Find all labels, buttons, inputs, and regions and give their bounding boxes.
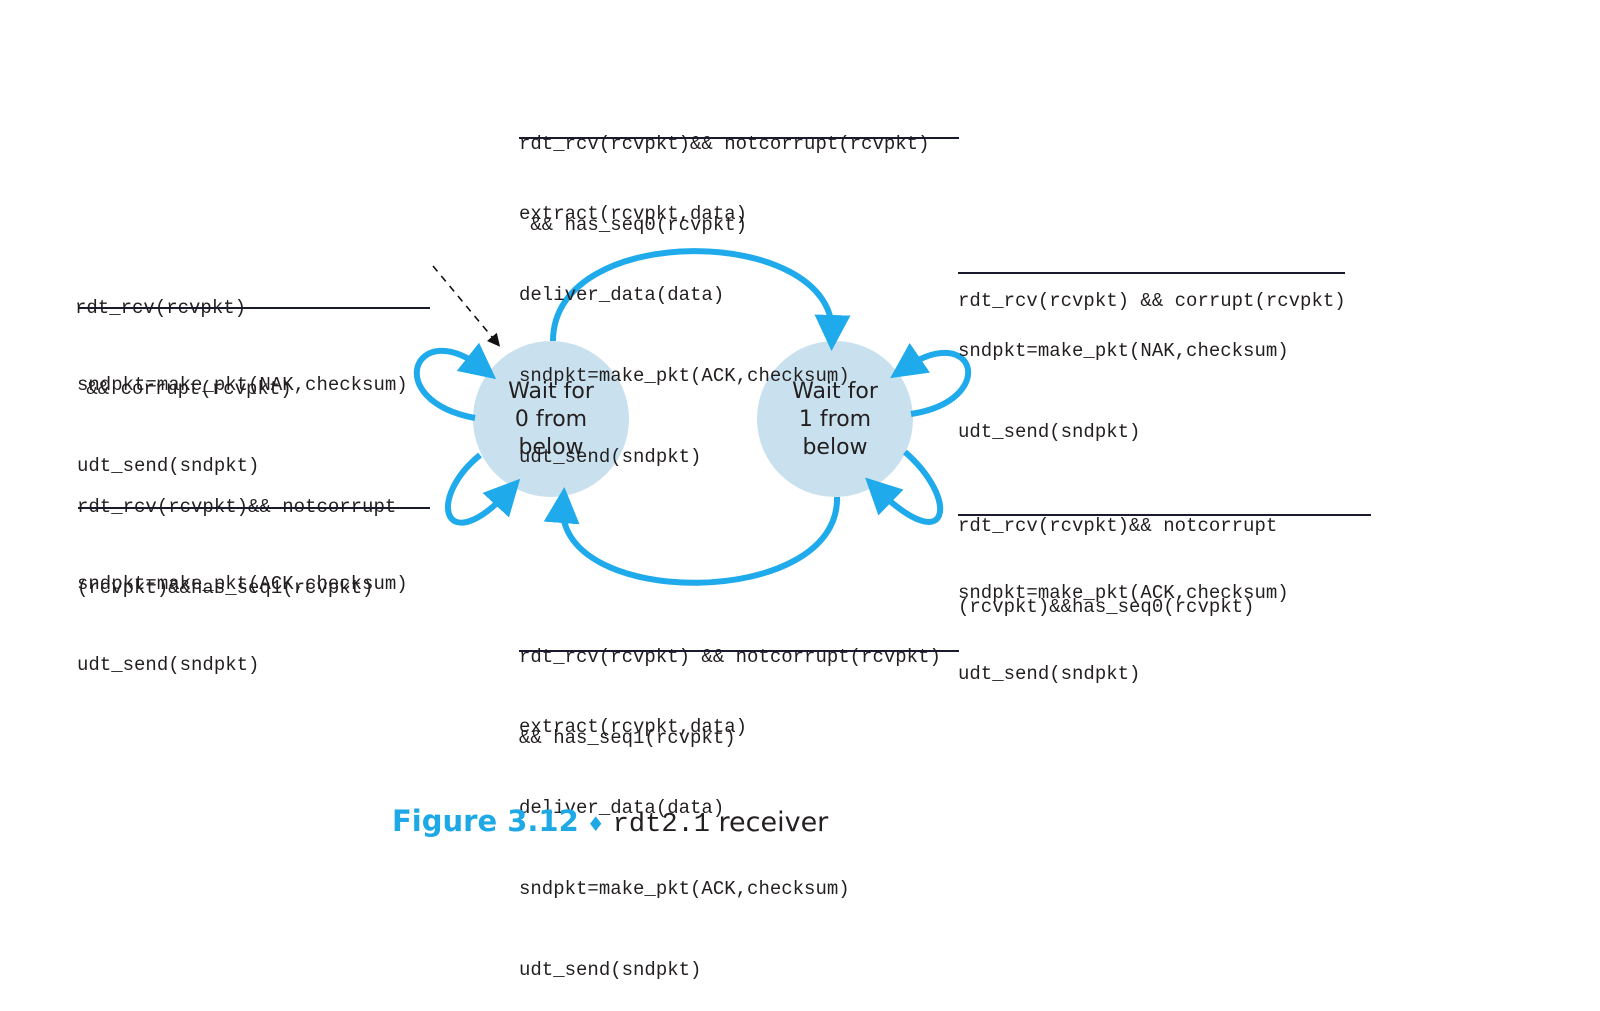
event-line: rdt_rcv(rcvpkt) && corrupt(rcvpkt) [958,290,1346,312]
state-label-line: Wait for [508,379,594,404]
action-line: udt_send(sndpkt) [519,959,702,981]
transition-arrow-top [550,248,851,351]
action-line: sndpkt=make_pkt(NAK,checksum) [77,374,408,396]
action-line: sndpkt=make_pkt(NAK,checksum) [958,340,1289,362]
left-top-transition-actions: sndpkt=make_pkt(NAK,checksum) udt_send(s… [77,318,408,507]
right-top-transition-actions: sndpkt=make_pkt(NAK,checksum) udt_send(s… [958,284,1289,473]
left-top-transition-divider [78,307,430,309]
action-line: udt_send(sndpkt) [519,446,702,468]
state-wait1-label: Wait for 1 from below [765,378,905,462]
action-line: udt_send(sndpkt) [77,654,260,676]
left-bottom-transition-actions: sndpkt=make_pkt(ACK,checksum) udt_send(s… [77,517,408,706]
state-wait0-circle [473,341,629,497]
state-label-line: 1 from [798,407,872,432]
right-bottom-transition-divider [958,514,1371,516]
self-loop-left-bottom [445,452,521,526]
state-wait0-label: Wait for 0 from below [481,378,621,462]
action-line: sndpkt=make_pkt(ACK,checksum) [519,878,850,900]
state-label-line: Wait for [792,379,878,404]
action-line: extract(rcvpkt,data) [519,203,748,225]
right-bottom-transition-actions: sndpkt=make_pkt(ACK,checksum) udt_send(s… [958,526,1289,715]
event-line: && corrupt(rcvpkt) [75,378,292,400]
event-line: && has_seq0(rcvpkt) [519,214,748,236]
action-line: udt_send(sndpkt) [958,663,1141,685]
top-transition-divider [519,137,959,139]
right-top-transition-divider [958,272,1345,274]
state-label-line: below [802,435,868,460]
action-line: udt_send(sndpkt) [958,421,1141,443]
figure-caption: Figure 3.12 ♦ rdt2.1 receiver [392,804,828,840]
event-line: rdt_rcv(rcvpkt)&& notcorrupt [958,515,1278,537]
figure-number: Figure 3.12 [392,804,579,838]
action-line: udt_send(sndpkt) [77,455,260,477]
fsm-diagram [413,248,972,586]
action-line: extract(rcvpkt,data) [519,716,748,738]
caption-text: receiver [709,807,829,838]
caption-protocol: rdt2.1 [612,810,710,840]
right-bottom-transition-event: rdt_rcv(rcvpkt)&& notcorrupt (rcvpkt)&&h… [958,459,1277,648]
initial-state-arrow [432,265,501,347]
state-label-line: 0 from [514,407,588,432]
transition-arrow-bottom [543,487,841,586]
action-line: deliver_data(data) [519,284,725,306]
self-loop-left-top [413,342,497,421]
event-line: (rcvpkt)&&has_seq1(rcvpkt) [77,577,374,599]
self-loop-right-bottom [865,449,944,525]
bottom-transition-divider [519,650,959,652]
diamond-separator-icon: ♦ [586,812,605,836]
state-wait1-circle [757,341,913,497]
action-line: sndpkt=make_pkt(ACK,checksum) [958,582,1289,604]
self-loop-right-top [890,342,972,417]
event-line: (rcvpkt)&&has_seq0(rcvpkt) [958,596,1255,618]
action-line: deliver_data(data) [519,797,725,819]
action-line: sndpkt=make_pkt(ACK,checksum) [77,573,408,595]
event-line: && has_seq1(rcvpkt) [519,727,736,749]
state-label-line: below [518,435,584,460]
right-top-transition-event: rdt_rcv(rcvpkt) && corrupt(rcvpkt) [958,234,1346,342]
left-bottom-transition-divider [78,507,430,509]
action-line: sndpkt=make_pkt(ACK,checksum) [519,365,850,387]
top-transition-actions: extract(rcvpkt,data) deliver_data(data) … [519,147,850,498]
